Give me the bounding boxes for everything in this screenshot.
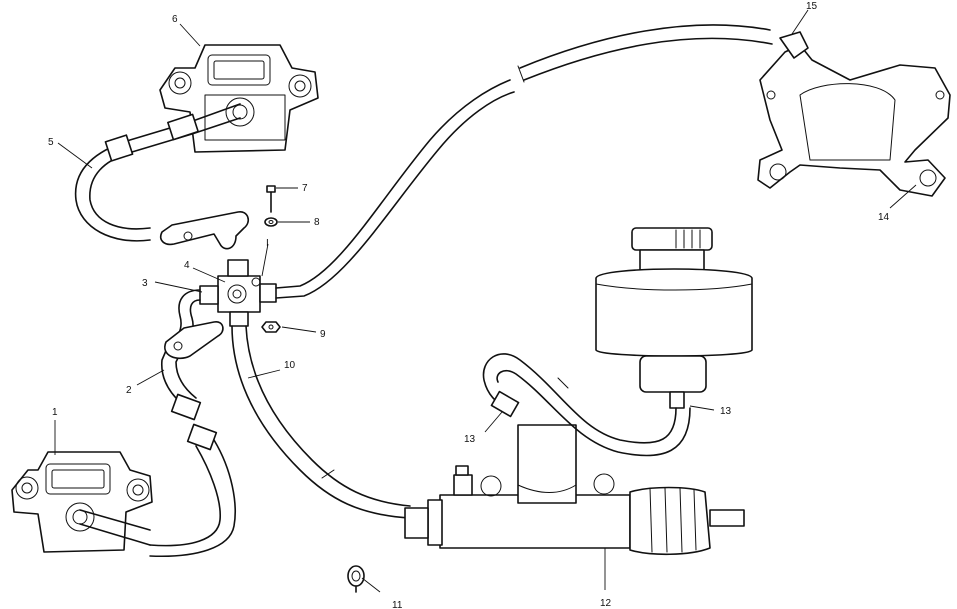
callout-2: 2 [126, 385, 132, 396]
brake-line-10 [231, 325, 411, 519]
bolt-7 [266, 185, 276, 213]
brake-hose-5 [74, 103, 241, 242]
callout-11: 11 [392, 600, 403, 609]
callout-13-left: 13 [464, 434, 476, 445]
fluid-reservoir [595, 227, 753, 409]
hose-bracket [159, 211, 250, 250]
callout-4: 4 [184, 260, 190, 271]
nut-9 [261, 321, 281, 333]
banjo-fitting-11 [347, 565, 365, 593]
callout-9: 9 [320, 329, 326, 340]
callout-14: 14 [878, 212, 890, 223]
callout-13-right: 13 [720, 406, 732, 417]
brake-junction-block [199, 259, 277, 327]
callout-i: I [266, 238, 269, 249]
brake-line-2 [149, 289, 236, 558]
callout-7: 7 [302, 183, 308, 194]
callout-10: 10 [284, 360, 296, 371]
lower-front-caliper [11, 451, 153, 553]
callout-3: 3 [142, 278, 148, 289]
callout-15: 15 [806, 1, 818, 12]
master-cylinder [404, 424, 745, 556]
callout-6: 6 [172, 14, 178, 25]
callout-5: 5 [48, 137, 54, 148]
callout-1: 1 [52, 407, 58, 418]
upper-front-caliper [159, 44, 319, 153]
callout-12: 12 [600, 598, 612, 609]
reservoir-hose-13 [482, 353, 691, 457]
callout-8: 8 [314, 217, 320, 228]
callout-labels: 1 2 3 4 5 6 7 8 9 10 11 12 13 13 14 15 I [48, 1, 890, 609]
washer-8 [264, 217, 278, 227]
rear-brake-line [275, 24, 773, 299]
leader-lines [54, 9, 917, 593]
rear-caliper [757, 31, 951, 197]
